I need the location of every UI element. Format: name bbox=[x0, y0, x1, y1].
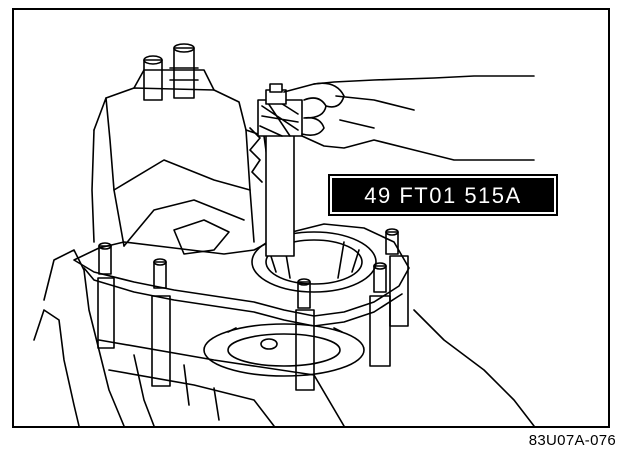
hand bbox=[249, 75, 535, 183]
lower-bearing bbox=[203, 323, 365, 377]
transmission-illustration bbox=[33, 43, 535, 426]
top-studs bbox=[143, 43, 199, 101]
illustration-frame: 49 FT01 515A bbox=[12, 8, 610, 428]
tool-number-text: 49 FT01 515A bbox=[364, 183, 522, 208]
tool-number-callout: 49 FT01 515A bbox=[328, 174, 558, 216]
figure-code: 83U07A-076 bbox=[528, 432, 616, 449]
special-tool bbox=[257, 83, 303, 257]
flange-plate bbox=[73, 223, 410, 327]
case-bolts bbox=[97, 228, 409, 391]
